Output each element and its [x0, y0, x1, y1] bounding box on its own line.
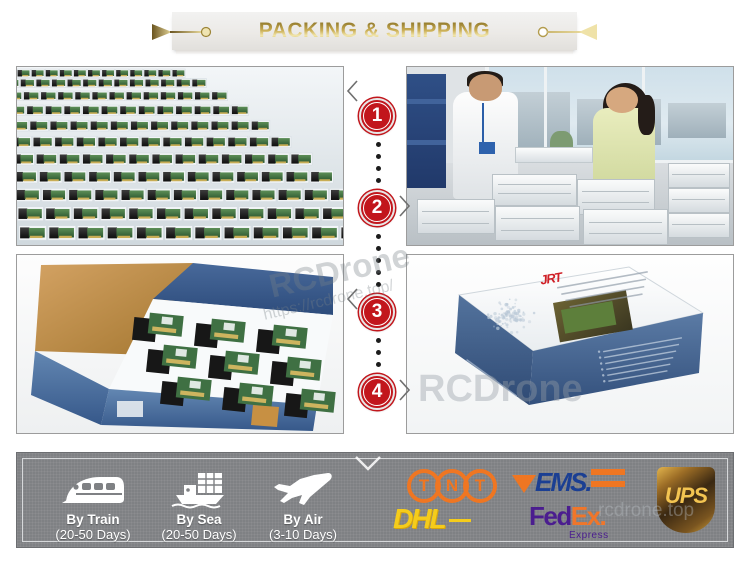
tnt-letter: T — [463, 469, 497, 503]
retail-box-illustration — [407, 255, 734, 434]
ship-icon — [145, 465, 253, 509]
fedex-ex-text: Ex. — [571, 501, 606, 531]
step-number-1: 1 — [361, 100, 393, 132]
shipping-mode-air: By Air (3-10 Days) — [249, 465, 357, 542]
ups-wordmark: UPS — [657, 483, 715, 509]
step-badge-4[interactable]: 4 — [359, 374, 395, 410]
ups-shield-icon: UPS — [657, 467, 715, 533]
shipping-mode-duration: (3-10 Days) — [249, 527, 357, 542]
step-caret-right-4 — [398, 379, 411, 401]
fedex-fed-text: Fed — [529, 501, 571, 531]
bulk-modules-in-trays-photo — [16, 66, 344, 246]
fedex-subtitle: Express — [569, 530, 609, 541]
open-inner-box-photo — [16, 254, 344, 434]
chevron-divider-icon — [353, 455, 383, 479]
retail-product-box-photo: JRT — [406, 254, 734, 434]
step-number-4: 4 — [361, 376, 393, 408]
page-title: PACKING & SHIPPING — [172, 12, 577, 50]
step-badge-3[interactable]: 3 — [359, 294, 395, 330]
shipping-mode-train: By Train (20-50 Days) — [39, 465, 147, 542]
tnt-logo: T N T — [407, 469, 519, 507]
step-badge-2[interactable]: 2 — [359, 190, 395, 226]
fedex-logo: FedEx. Express — [529, 501, 609, 541]
shipping-mode-duration: (20-50 Days) — [145, 527, 253, 542]
shipping-mode-duration: (20-50 Days) — [39, 527, 147, 542]
ems-logo: EMS. — [535, 467, 591, 498]
header-banner: PACKING & SHIPPING — [172, 12, 577, 54]
step-number-3: 3 — [361, 296, 393, 328]
step-caret-left-1 — [346, 80, 359, 102]
warehouse-rack — [407, 74, 446, 188]
tray-grid-illustration — [17, 67, 344, 246]
handover-tray — [515, 147, 593, 163]
step-caret-left-3 — [346, 288, 359, 310]
step-badge-1[interactable]: 1 — [359, 98, 395, 134]
shipping-mode-sea: By Sea (20-50 Days) — [145, 465, 253, 542]
ems-arrow-icon — [511, 473, 537, 495]
shipping-methods-bar: By Train (20-50 Days) By Sea (2 — [16, 452, 734, 548]
step-indicator-column: 1 2 3 4 — [350, 66, 408, 434]
dhl-wordmark: DHL — [393, 503, 445, 534]
plane-icon — [249, 465, 357, 509]
dhl-logo: DHL — [393, 503, 471, 535]
train-icon — [39, 465, 147, 509]
ems-wordmark: EMS. — [535, 467, 591, 497]
open-carton-illustration — [17, 255, 344, 434]
step-number-2: 2 — [361, 192, 393, 224]
shipping-mode-label: By Sea — [145, 512, 253, 527]
shipping-mode-label: By Train — [39, 512, 147, 527]
warehouse-handover-photo — [406, 66, 734, 246]
step-caret-right-2 — [398, 195, 411, 217]
shipping-mode-label: By Air — [249, 512, 357, 527]
